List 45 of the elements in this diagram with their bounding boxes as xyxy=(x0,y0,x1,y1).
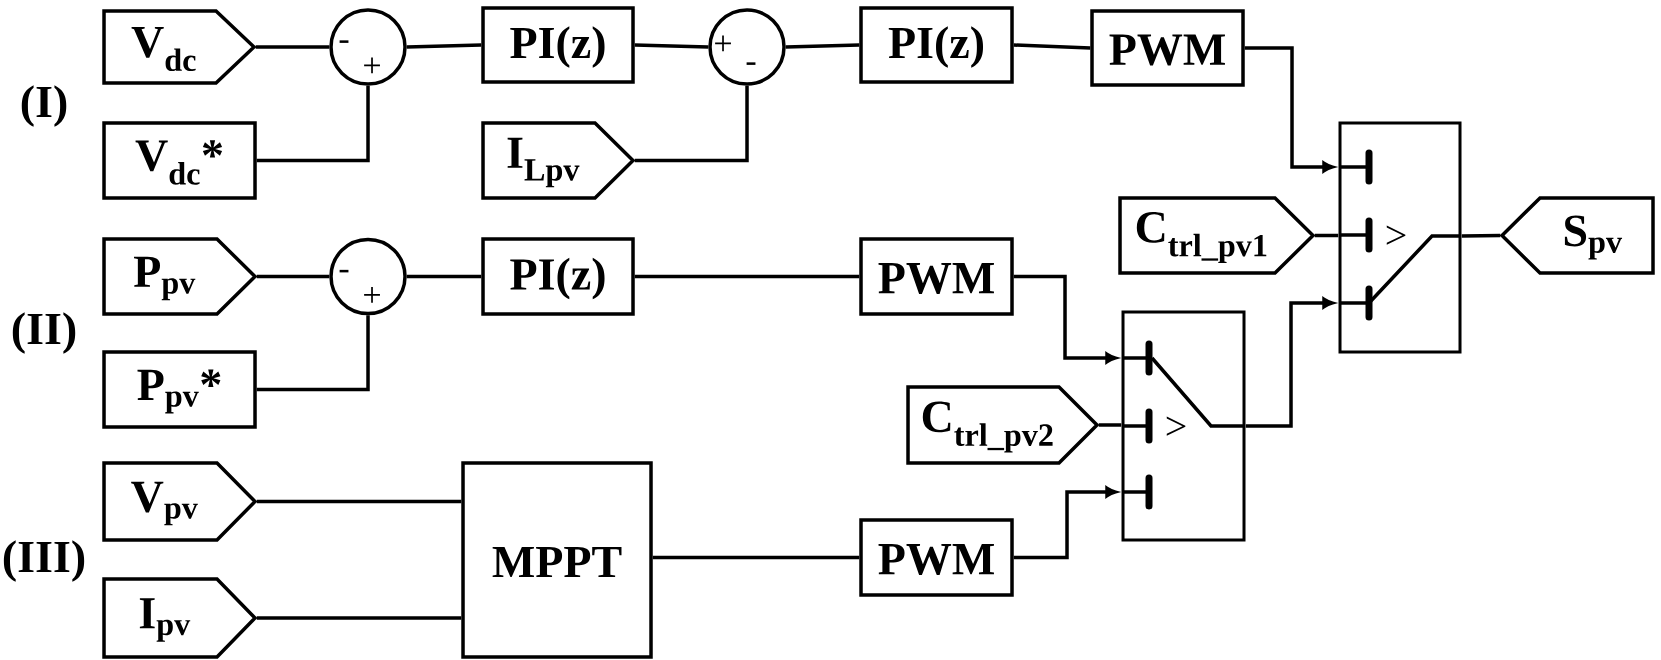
switch-block: > xyxy=(1338,121,1462,354)
connector xyxy=(1461,233,1501,238)
reference-box: V$_{dc}$* xyxy=(102,121,257,200)
summing-junction: + - xyxy=(708,8,786,86)
connector xyxy=(1245,297,1335,428)
switch-block: > xyxy=(1121,310,1246,542)
connector xyxy=(785,43,860,49)
controller-box: PI(z) xyxy=(481,6,635,84)
connector xyxy=(1244,46,1335,173)
input-port: P$_{pv}$ xyxy=(102,237,258,316)
connector xyxy=(1013,43,1091,50)
connector xyxy=(256,85,370,163)
connector xyxy=(255,45,330,49)
section-label: (III) xyxy=(3,540,85,582)
connector xyxy=(406,274,482,279)
connector xyxy=(1314,233,1339,238)
connector xyxy=(256,274,330,279)
controller-box: PI(z) xyxy=(481,237,635,316)
summing-junction: - + xyxy=(329,237,407,316)
input-port: C$_{trl_pv2}$ xyxy=(906,385,1100,465)
section-label: (I) xyxy=(21,85,67,127)
connector xyxy=(256,616,462,620)
connector xyxy=(1013,274,1118,364)
connector xyxy=(634,43,709,49)
input-port: I$_{Lpv}$ xyxy=(481,121,636,200)
connector xyxy=(1098,423,1122,427)
pwm-box: PWM xyxy=(1090,9,1245,87)
reference-box: P$_{pv}$* xyxy=(102,350,257,429)
connector xyxy=(634,85,749,163)
input-port: V$_{pv}$ xyxy=(102,461,258,542)
controller-box: PI(z) xyxy=(859,6,1014,84)
pwm-box: PWM xyxy=(859,518,1014,597)
connector xyxy=(406,43,482,49)
input-port: C$_{trl_pv1}$ xyxy=(1118,196,1316,275)
input-port: V$_{dc}$ xyxy=(102,9,257,85)
connector xyxy=(256,315,370,392)
connector xyxy=(256,499,462,504)
input-port: I$_{pv}$ xyxy=(102,577,258,659)
section-label: (II) xyxy=(12,312,76,354)
pwm-box: PWM xyxy=(859,237,1014,316)
connector xyxy=(634,274,860,279)
connector xyxy=(652,555,860,560)
connector xyxy=(1013,486,1118,560)
summing-junction: - + xyxy=(329,8,407,86)
mppt-box: MPPT xyxy=(461,461,653,659)
